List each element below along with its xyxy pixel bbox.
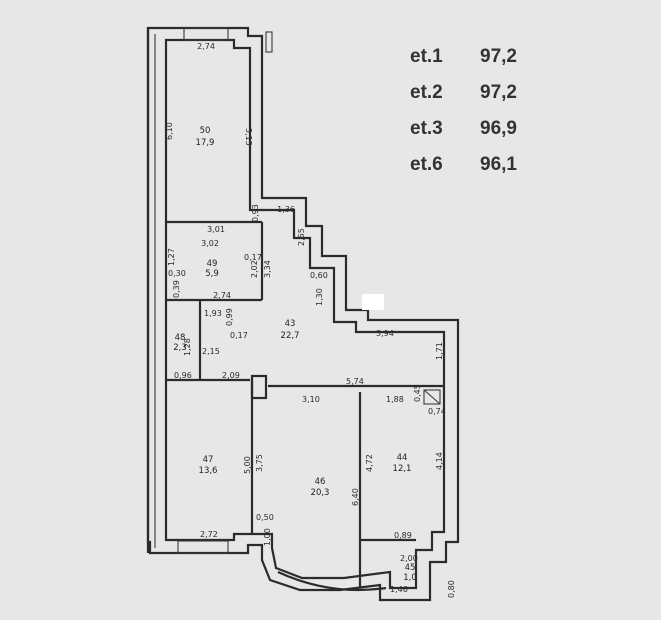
dim-label: 0,89: [394, 531, 412, 540]
legend-row: et.6 96,1: [410, 154, 517, 190]
dim-label: 4,14: [435, 452, 444, 470]
dim-label: 3,10: [302, 395, 320, 404]
balcony-arc: [277, 571, 387, 592]
dim-label: 3,01: [207, 225, 225, 234]
dim-label: 2,65: [297, 228, 306, 246]
room-44-number: 44: [397, 453, 408, 463]
dim-label: 2,72: [200, 530, 218, 539]
dim-label: 6,10: [165, 122, 174, 140]
room-43-number: 43: [285, 319, 296, 329]
dim-label: 1,28: [183, 338, 192, 356]
dim-label: 0,80: [447, 580, 456, 598]
dim-label: 3,02: [201, 239, 219, 248]
floor-legend: et.1 97,2 et.2 97,2 et.3 96,9 et.6 96,1: [410, 46, 517, 190]
room-48-number: 48: [175, 333, 186, 343]
dim-label: 1,30: [315, 288, 324, 306]
dim-label: 0,39: [172, 280, 181, 298]
legend-row: et.2 97,2: [410, 82, 517, 118]
dim-label: 0,60: [310, 271, 328, 280]
dim-label: 1,46: [390, 585, 408, 594]
white-marker: [362, 294, 384, 310]
outer-wall: [146, 26, 460, 602]
dim-label: 1,36: [277, 205, 295, 214]
outer-wall-inner: [164, 38, 446, 590]
dim-label: 2,74: [213, 291, 231, 300]
window-top: [183, 27, 229, 41]
dim-label: 3,75: [255, 454, 264, 472]
room-45-area: 1,0: [403, 573, 417, 583]
dim-label: 1,00: [263, 528, 272, 546]
room-45-number: 45: [405, 563, 416, 573]
dim-label: 1,88: [386, 395, 404, 404]
dim-label: 2,74: [197, 42, 215, 51]
dim-label: 1,93: [204, 309, 222, 318]
legend-row: et.1 97,2: [410, 46, 517, 82]
dim-label: 3,34: [263, 260, 272, 278]
dim-label: 0,45: [413, 384, 422, 402]
dim-label: 1,71: [435, 342, 444, 360]
dim-label: 0,74: [428, 407, 446, 416]
legend-row: et.3 96,9: [410, 118, 517, 154]
dim-label: 2,00: [400, 554, 418, 563]
room-43-area: 22,7: [281, 331, 300, 341]
room-49-number: 49: [207, 259, 218, 269]
dim-label: 6,40: [351, 488, 360, 506]
legend-area: 97,2: [480, 82, 517, 103]
dim-label: 0,99: [225, 308, 234, 326]
dim-label: 0,50: [256, 513, 274, 522]
room-50-number: 50: [200, 126, 211, 136]
dim-label: 3,94: [376, 329, 394, 338]
room-47-number: 47: [203, 455, 214, 465]
legend-area: 97,2: [480, 46, 517, 67]
dim-label: 0,93: [251, 204, 260, 222]
window-bottom-47: [177, 540, 229, 554]
dim-label: 4,72: [365, 454, 374, 472]
dim-label: 0,30: [168, 269, 186, 278]
dim-label: 2,02: [250, 260, 259, 278]
legend-floor: et.2: [410, 82, 443, 103]
legend-area: 96,9: [480, 118, 517, 139]
room-46-number: 46: [315, 477, 326, 487]
room-47-area: 13,6: [199, 466, 218, 476]
legend-floor: et.6: [410, 154, 443, 175]
dim-label: 5,00: [243, 456, 252, 474]
room-48-area: 2,3: [173, 343, 187, 353]
legend-floor: et.1: [410, 46, 443, 67]
column: [250, 374, 268, 400]
dim-label: 0,96: [174, 371, 192, 380]
room-44-area: 12,1: [393, 464, 412, 474]
legend-floor: et.3: [410, 118, 443, 139]
room-50-area: 17,9: [196, 138, 215, 148]
dim-label: 5,74: [346, 377, 364, 386]
room-49-area: 5,9: [205, 269, 219, 279]
dim-label: 0,17: [230, 331, 248, 340]
dim-label: 0,17: [244, 253, 262, 262]
dim-label: 5,15: [244, 128, 253, 146]
dim-label: 2,15: [202, 347, 220, 356]
dim-label: 2,09: [222, 371, 240, 380]
room-46-area: 20,3: [311, 488, 330, 498]
dim-label: 1,27: [167, 248, 176, 266]
shaft: [423, 389, 441, 405]
legend-area: 96,1: [480, 154, 517, 175]
